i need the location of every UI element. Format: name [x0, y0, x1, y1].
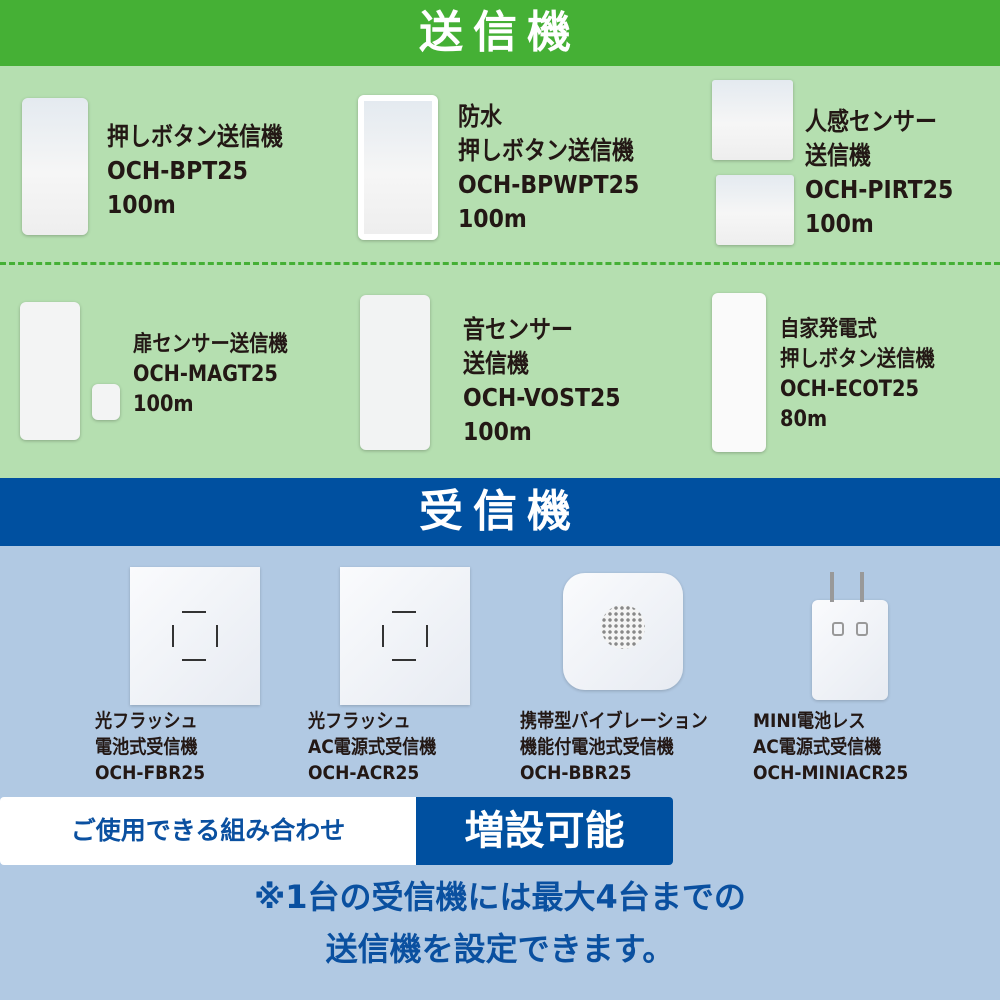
- product-name: 防水: [458, 102, 503, 131]
- flash-battery-receiver-image: [130, 567, 260, 705]
- product-name: 自家発電式: [780, 317, 877, 342]
- product-model: OCH-BBR25: [520, 762, 632, 784]
- product-model: OCH-ACR25: [308, 762, 420, 784]
- product-label: 自家発電式 押しボタン送信機 OCH-ECOT25 80m: [780, 315, 935, 435]
- product-range: 100m: [805, 209, 874, 238]
- product-name: 扉センサー送信機: [133, 332, 288, 357]
- product-name: 押しボタン送信機: [458, 136, 635, 165]
- receiver-label: 携帯型バイブレーション 機能付電池式受信機 OCH-BBR25: [520, 708, 708, 786]
- product-name: AC電源式受信機: [308, 736, 437, 758]
- receiver-label: 光フラッシュ AC電源式受信機 OCH-ACR25: [308, 708, 436, 786]
- product-name: 電池式受信機: [95, 736, 198, 758]
- product-label: 扉センサー送信機 OCH-MAGT25 100m: [133, 330, 288, 420]
- combo-label: ご使用できる組み合わせ: [0, 797, 416, 865]
- sound-sensor-image: [360, 295, 430, 450]
- product-name: 押しボタン送信機: [780, 347, 935, 372]
- product-model: OCH-MAGT25: [133, 362, 278, 387]
- mini-ac-receiver-image: [812, 600, 888, 700]
- product-name: MINI電池レス: [753, 710, 866, 732]
- product-label: 押しボタン送信機 OCH-BPT25 100m: [107, 120, 283, 222]
- transmitters-panel: [0, 66, 1000, 478]
- product-label: 人感センサー 送信機 OCH-PIRT25 100m: [805, 105, 953, 241]
- product-range: 100m: [463, 417, 532, 446]
- product-name: 送信機: [463, 349, 530, 378]
- product-label: 音センサー 送信機 OCH-VOST25 100m: [463, 313, 621, 449]
- waterproof-transmitter-image: [358, 95, 438, 240]
- product-range: 100m: [458, 204, 527, 233]
- product-model: OCH-ECOT25: [780, 377, 919, 402]
- product-name: 送信機: [805, 141, 872, 170]
- product-range: 80m: [780, 407, 828, 432]
- product-name: 携帯型バイブレーション: [520, 710, 708, 732]
- product-model: OCH-FBR25: [95, 762, 206, 784]
- product-model: OCH-BPT25: [107, 156, 248, 185]
- product-name: 機能付電池式受信機: [520, 736, 674, 758]
- product-range: 100m: [133, 392, 194, 417]
- product-model: OCH-BPWPT25: [458, 170, 640, 199]
- receiver-label: 光フラッシュ 電池式受信機 OCH-FBR25: [95, 708, 205, 786]
- product-name: 押しボタン送信機: [107, 122, 284, 151]
- product-model: OCH-PIRT25: [805, 175, 954, 204]
- self-powered-button-image: [712, 293, 766, 452]
- product-name: 人感センサー: [805, 107, 938, 136]
- receivers-heading: 受信機: [0, 478, 1000, 546]
- plug-prong: [860, 572, 864, 602]
- push-button-transmitter-image: [22, 98, 88, 235]
- product-label: 防水 押しボタン送信機 OCH-BPWPT25 100m: [458, 100, 639, 236]
- product-model: OCH-VOST25: [463, 383, 621, 412]
- product-range: 100m: [107, 190, 176, 219]
- product-name: 音センサー: [463, 315, 574, 344]
- product-name: 光フラッシュ: [308, 710, 411, 732]
- door-magnet-image: [92, 384, 120, 420]
- plug-prong: [830, 572, 834, 602]
- transmitters-heading: 送信機: [0, 0, 1000, 66]
- vibration-receiver-image: [563, 573, 683, 690]
- motion-sensor-base-image: [716, 175, 794, 245]
- combo-value: 増設可能: [416, 797, 673, 865]
- divider: [0, 262, 1000, 265]
- product-name: 光フラッシュ: [95, 710, 198, 732]
- note-line: ※1台の受信機には最大4台までの: [254, 878, 746, 916]
- door-sensor-image: [20, 302, 80, 440]
- motion-sensor-image: [712, 80, 793, 160]
- flash-ac-receiver-image: [340, 567, 470, 705]
- receiver-label: MINI電池レス AC電源式受信機 OCH-MINIACR25: [753, 708, 908, 786]
- product-name: AC電源式受信機: [753, 736, 882, 758]
- note-line: 送信機を設定できます。: [325, 930, 675, 968]
- product-model: OCH-MINIACR25: [753, 762, 909, 784]
